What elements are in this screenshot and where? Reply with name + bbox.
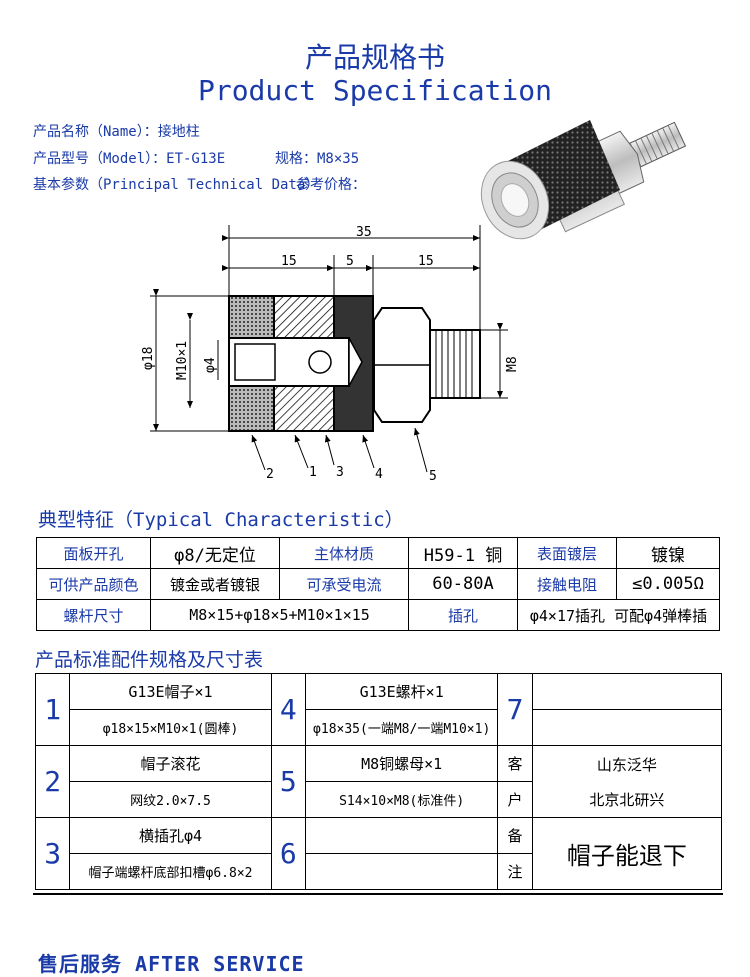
table-cell <box>531 709 723 746</box>
remark-label: 户 <box>497 781 533 818</box>
parts-table: 1 G13E帽子×1 4 G13E螺杆×1 7 φ18×15×M10×1(圆棒)… <box>34 673 723 890</box>
dim-dia18: φ18 <box>141 347 156 370</box>
customer-1: 山东泛华 <box>596 755 657 774</box>
table-cell: 插孔 <box>408 599 518 631</box>
table-cell: 镀金或者镀银 <box>150 568 280 600</box>
remark-label: 注 <box>497 853 533 890</box>
dim-right: 15 <box>418 254 434 269</box>
table-cell: φ8/无定位 <box>150 537 280 569</box>
table-cell <box>531 673 723 710</box>
table-cell: M8×15+φ18×5+M10×1×15 <box>150 599 409 631</box>
part-number: 1 <box>34 673 71 746</box>
table-cell: φ18×15×M10×1(圆棒) <box>69 709 272 746</box>
table-cell: ≤0.005Ω <box>616 568 720 600</box>
callout-1: 1 <box>309 465 317 480</box>
part-number: 4 <box>270 673 307 746</box>
part-number: 3 <box>34 817 71 890</box>
table-cell: 横插孔φ4 <box>69 817 272 854</box>
table-row: 帽子端螺杆底部扣槽φ6.8×2 注 <box>36 853 722 890</box>
table-cell: 螺杆尺寸 <box>36 599 151 631</box>
table-cell <box>304 817 499 854</box>
product-name: 产品名称（Name）：接地柱 <box>33 124 200 140</box>
table-cell: 镀镍 <box>616 537 720 569</box>
part-number: 5 <box>270 745 307 818</box>
remark-label: 客 <box>497 745 533 782</box>
callout-5: 5 <box>429 469 437 484</box>
remark-label: 备 <box>497 817 533 854</box>
product-model: 产品型号（Model）：ET-G13E <box>33 151 226 167</box>
after-service-heading: 售后服务 AFTER SERVICE <box>38 952 305 976</box>
technical-drawing: 35 15 5 15 φ18 M10×1 φ4 M8 2 1 3 4 5 <box>141 225 520 484</box>
table-row: φ18×15×M10×1(圆棒) φ18×35(一端M8/一端M10×1) <box>36 709 723 746</box>
table-cell: G13E帽子×1 <box>69 673 272 710</box>
customer-cell: 山东泛华 北京北研兴 <box>531 745 723 818</box>
table-cell: G13E螺杆×1 <box>304 673 499 710</box>
remark-value: 帽子能退下 <box>531 817 723 890</box>
part-number: 2 <box>34 745 71 818</box>
table-cell: 网纹2.0×7.5 <box>69 781 272 818</box>
table-cell: M8铜螺母×1 <box>304 745 499 782</box>
typical-table: 面板开孔 φ8/无定位 主体材质 H59-1 铜 表面镀层 镀镍 可供产品颜色 … <box>36 537 720 631</box>
table-cell: 帽子端螺杆底部扣槽φ6.8×2 <box>69 853 272 890</box>
table-cell: 表面镀层 <box>517 537 617 569</box>
table-cell: H59-1 铜 <box>408 537 518 569</box>
part-number: 7 <box>497 673 533 746</box>
title-en: Product Specification <box>197 74 552 107</box>
callout-3: 3 <box>336 465 344 480</box>
table-cell: S14×10×M8(标准件) <box>304 781 499 818</box>
dim-mid: 5 <box>346 254 354 269</box>
dim-m8: M8 <box>505 356 520 372</box>
table-row: 螺杆尺寸 M8×15+φ18×5+M10×1×15 插孔 φ4×17插孔 可配φ… <box>36 599 720 631</box>
table-cell: 可供产品颜色 <box>36 568 151 600</box>
dim-m10: M10×1 <box>175 341 190 380</box>
title-cn: 产品规格书 <box>304 41 445 74</box>
table-cell: 60-80A <box>408 568 518 600</box>
product-spec: 规格：M8×35 <box>275 151 360 167</box>
table-cell: 帽子滚花 <box>69 745 272 782</box>
part-number: 6 <box>270 817 307 890</box>
divider <box>33 893 723 895</box>
table-row: 可供产品颜色 镀金或者镀银 可承受电流 60-80A 接触电阻 ≤0.005Ω <box>36 568 720 600</box>
dim-left: 15 <box>281 254 297 269</box>
table-cell: 可承受电流 <box>279 568 409 600</box>
typical-heading: 典型特征（Typical Characteristic） <box>38 509 404 531</box>
table-row: 3 横插孔φ4 6 备 帽子能退下 <box>34 817 723 890</box>
dim-dia4: φ4 <box>203 357 218 373</box>
table-cell: φ18×35(一端M8/一端M10×1) <box>304 709 499 746</box>
table-row: 面板开孔 φ8/无定位 主体材质 H59-1 铜 表面镀层 镀镍 <box>36 537 720 569</box>
table-cell: 主体材质 <box>279 537 409 569</box>
dim-total: 35 <box>356 225 372 240</box>
product-photo <box>480 120 687 240</box>
reference-price: 参考价格： <box>296 177 366 193</box>
callout-4: 4 <box>375 467 383 482</box>
customer-2: 北京北研兴 <box>589 790 665 809</box>
table-row: 网纹2.0×7.5 S14×10×M8(标准件) 户 <box>36 781 722 818</box>
principal-data: 基本参数（Principal Technical Data） <box>33 177 320 193</box>
table-row: 1 G13E帽子×1 4 G13E螺杆×1 7 <box>34 673 723 746</box>
table-row: 2 帽子滚花 5 M8铜螺母×1 客 山东泛华 北京北研兴 <box>34 745 723 818</box>
table-cell: 接触电阻 <box>517 568 617 600</box>
table-cell: φ4×17插孔 可配φ4弹棒插 <box>517 599 720 631</box>
table-cell <box>304 853 499 890</box>
table-cell: 面板开孔 <box>36 537 151 569</box>
callout-2: 2 <box>266 467 274 482</box>
parts-heading: 产品标准配件规格及尺寸表 <box>35 649 264 671</box>
